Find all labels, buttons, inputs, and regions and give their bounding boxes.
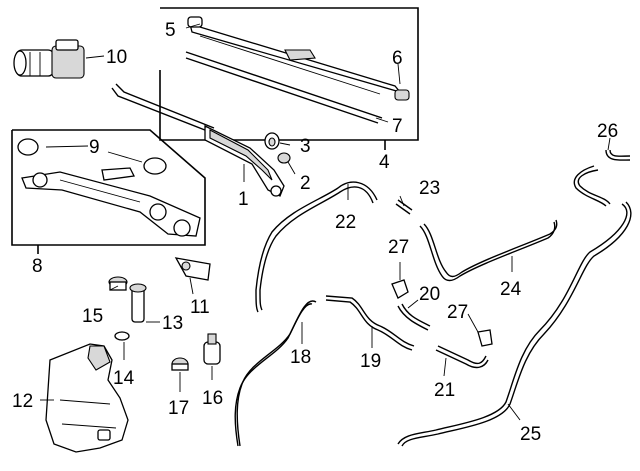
part-label-11: 11 bbox=[190, 297, 210, 318]
part-label-20: 20 bbox=[419, 284, 440, 305]
washer-pump bbox=[203, 333, 221, 365]
part-labels: 1 2 3 4 5 6 7 8 9 10 11 12 13 14 15 16 1… bbox=[12, 20, 618, 445]
washer-reservoir bbox=[45, 343, 129, 453]
hose-18 bbox=[234, 300, 317, 447]
linkage-group-box bbox=[11, 129, 206, 254]
part-label-23: 23 bbox=[419, 178, 440, 199]
hose-26 bbox=[573, 149, 631, 207]
hose-22 bbox=[255, 181, 378, 313]
part-label-26: 26 bbox=[597, 121, 618, 142]
part-label-1: 1 bbox=[238, 189, 249, 210]
part-label-10: 10 bbox=[106, 47, 127, 68]
part-label-9: 9 bbox=[89, 137, 100, 158]
part-label-12: 12 bbox=[12, 391, 33, 412]
hose-20 bbox=[397, 303, 431, 331]
washer-nozzle-left bbox=[391, 279, 409, 299]
wiper-blade-assembly bbox=[187, 16, 402, 95]
part-label-13: 13 bbox=[162, 313, 183, 334]
blade-end-cap bbox=[394, 89, 410, 101]
part-label-7: 7 bbox=[392, 116, 403, 137]
pump-grommet bbox=[171, 357, 189, 371]
blade-refill bbox=[185, 51, 383, 124]
hose-23 bbox=[395, 199, 413, 215]
washer-nozzle-right bbox=[477, 329, 493, 347]
part-label-8: 8 bbox=[32, 256, 43, 277]
part-label-24: 24 bbox=[500, 279, 522, 300]
part-label-27-right: 27 bbox=[447, 302, 468, 323]
part-label-27-left: 27 bbox=[388, 237, 409, 258]
wiper-linkage bbox=[17, 138, 201, 237]
wiper-motor bbox=[13, 39, 85, 79]
part-label-22: 22 bbox=[335, 212, 356, 233]
hose-24 bbox=[419, 219, 558, 282]
part-label-4: 4 bbox=[379, 152, 390, 173]
arm-cap bbox=[264, 132, 280, 150]
part-label-3: 3 bbox=[300, 136, 311, 157]
part-label-2: 2 bbox=[300, 173, 311, 194]
bracket bbox=[174, 257, 211, 281]
part-label-17: 17 bbox=[168, 398, 189, 419]
hose-19 bbox=[325, 295, 415, 351]
filler-cap bbox=[108, 276, 128, 291]
part-label-6: 6 bbox=[392, 48, 403, 69]
seal-ring bbox=[114, 331, 130, 341]
filler-neck bbox=[129, 283, 147, 323]
part-label-14: 14 bbox=[113, 368, 135, 389]
wiper-arm bbox=[111, 83, 285, 197]
part-label-16: 16 bbox=[202, 388, 223, 409]
part-label-5: 5 bbox=[165, 20, 176, 41]
leader-lines bbox=[40, 23, 611, 421]
wiper-blade-group-box bbox=[159, 7, 419, 150]
hose-21 bbox=[435, 345, 489, 369]
part-label-19: 19 bbox=[360, 351, 381, 372]
arm-nut bbox=[277, 152, 291, 164]
part-label-21: 21 bbox=[434, 380, 455, 401]
part-label-18: 18 bbox=[290, 347, 311, 368]
hose-25 bbox=[397, 201, 632, 447]
part-label-25: 25 bbox=[520, 424, 541, 445]
part-label-15: 15 bbox=[82, 306, 103, 327]
